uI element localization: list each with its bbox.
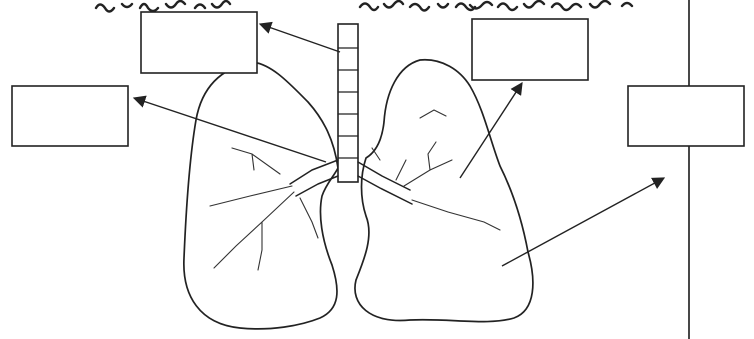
arrow-bronchus-to-left-box xyxy=(134,98,326,162)
arrow-lung-to-right-box xyxy=(502,178,664,266)
right-bronchial-branches xyxy=(372,110,500,230)
cropped-header-scribble xyxy=(96,1,632,12)
left-bronchial-branches xyxy=(210,148,318,270)
label-box-right[interactable] xyxy=(628,86,744,146)
arrow-trachea-to-top-left-box xyxy=(260,24,340,52)
arrow-bronchiole-to-top-right-box xyxy=(460,83,522,178)
right-bronchus xyxy=(358,162,412,204)
label-box-top-right[interactable] xyxy=(472,19,588,80)
left-lung-outline xyxy=(184,62,338,329)
label-box-left[interactable] xyxy=(12,86,128,146)
label-box-top-left[interactable] xyxy=(141,12,257,73)
right-lung-outline xyxy=(355,60,533,322)
